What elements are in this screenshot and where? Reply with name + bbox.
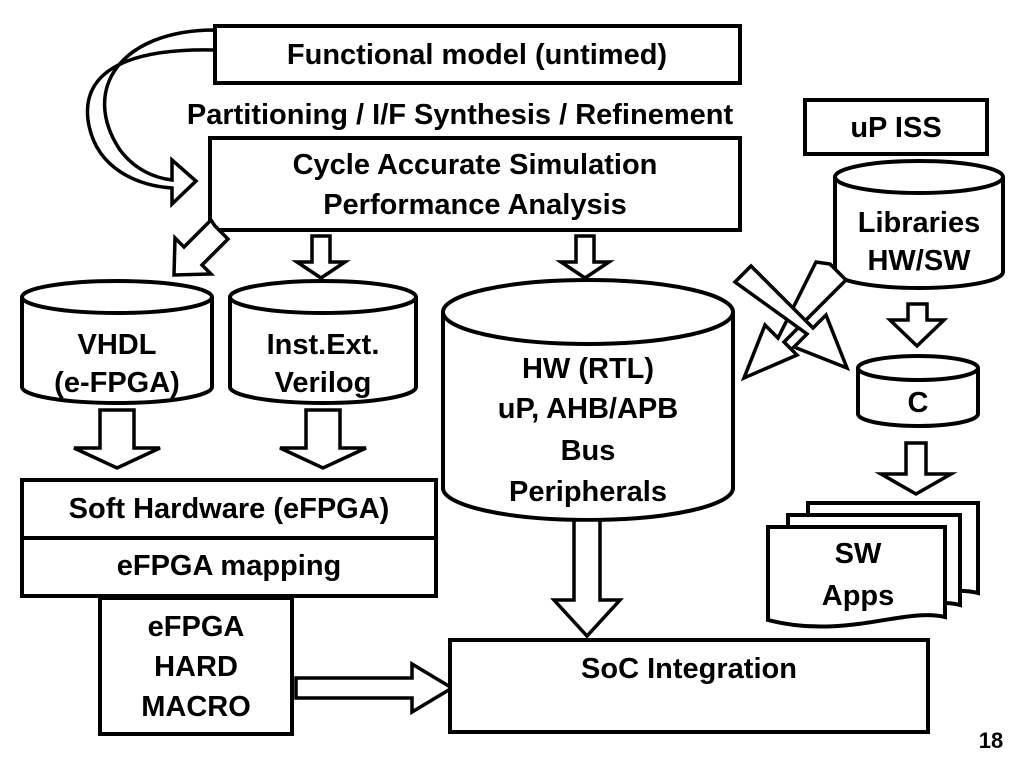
soft-hardware-label: Soft Hardware (eFPGA) (69, 493, 390, 525)
swapps-line-1: SW (835, 538, 882, 570)
cycle-to-instext-arrow (291, 234, 351, 281)
c-to-swapps-arrow (874, 441, 958, 497)
swapps-line-2: Apps (822, 580, 895, 612)
libraries-line-2: HW/SW (867, 245, 971, 277)
libraries-hwsw-cylinder: Libraries HW/SW (833, 159, 1005, 290)
refinement-curved-arrow (85, 28, 217, 209)
cycle-sim-line-1: Cycle Accurate Simulation (293, 149, 658, 181)
functional-model-box: Functional model (untimed) (213, 24, 742, 85)
efpga-mapping-label: eFPGA mapping (117, 550, 342, 582)
cycle-to-vhdl-arrow (172, 217, 231, 277)
vhdl-to-softhw-arrow (73, 408, 161, 470)
soc-integration-label: SoC Integration (581, 653, 797, 685)
efpga-hard-macro-box: eFPGA HARD MACRO (98, 596, 294, 736)
partitioning-label: Partitioning / I/F Synthesis / Refinemen… (187, 99, 734, 131)
vhdl-line-1: VHDL (78, 329, 157, 361)
instext-line-1: Inst.Ext. (267, 329, 380, 361)
sw-apps-documents: SW Apps (766, 501, 980, 629)
hard-macro-line-1: eFPGA (148, 611, 245, 643)
up-iss-label: uP ISS (850, 112, 941, 144)
hard-macro-line-3: MACRO (141, 691, 251, 723)
instext-to-softhw-arrow (279, 408, 367, 470)
vhdl-cylinder: VHDL (e-FPGA) (20, 279, 214, 405)
instext-line-2: Verilog (275, 367, 372, 399)
hwrtl-line-1: HW (RTL) (522, 353, 654, 385)
cycle-accurate-simulation-box: Cycle Accurate Simulation Performance An… (208, 136, 742, 232)
macro-to-soc-arrow (294, 660, 456, 716)
cycle-to-hwrtl-arrow (555, 234, 615, 281)
soft-hardware-box: Soft Hardware (eFPGA) (20, 478, 438, 540)
page-number: 18 (979, 728, 1003, 753)
instext-verilog-cylinder: Inst.Ext. Verilog (228, 279, 418, 405)
efpga-mapping-box: eFPGA mapping (20, 536, 438, 598)
hwrtl-line-2: uP, AHB/APB (498, 393, 678, 425)
c-label: C (908, 387, 929, 419)
hwrtl-line-3: Bus (561, 435, 616, 467)
hard-macro-line-2: HARD (154, 651, 238, 683)
soc-integration-box: SoC Integration (448, 638, 930, 734)
c-cylinder: C (856, 354, 980, 428)
cycle-sim-line-2: Performance Analysis (323, 189, 627, 221)
up-iss-box: uP ISS (803, 98, 989, 156)
hw-rtl-cylinder: HW (RTL) uP, AHB/APB Bus Peripherals (441, 278, 735, 522)
hwrtl-line-4: Peripherals (509, 476, 667, 508)
hwrtl-to-soc-arrow (550, 518, 624, 639)
vhdl-line-2: (e-FPGA) (54, 367, 180, 399)
libraries-to-c-arrow (885, 302, 949, 349)
crossing-arrows (732, 260, 851, 382)
libraries-line-1: Libraries (858, 207, 981, 239)
functional-model-label: Functional model (untimed) (287, 39, 667, 71)
